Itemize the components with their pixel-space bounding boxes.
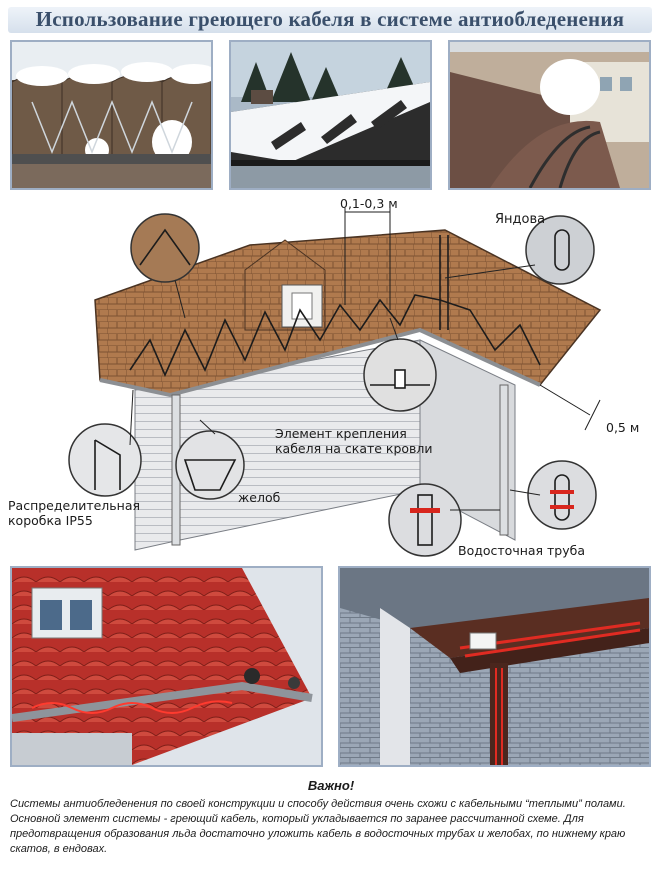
page-title: Использование греющего кабеля в системе … xyxy=(35,7,625,31)
label-junction-box: Распределительная коробка IP55 xyxy=(8,498,140,528)
photo-tile-roof-cable xyxy=(10,566,323,767)
house-scheme xyxy=(68,208,602,557)
photo-gutter-cable xyxy=(448,40,651,190)
label-downpipe: Водосточная труба xyxy=(458,543,586,558)
photo-roof-snow-trees xyxy=(229,40,432,190)
label-gutter: желоб xyxy=(238,490,281,505)
photo-roof-edge-snow xyxy=(10,40,213,190)
label-spacing: 0,1-0,3 м xyxy=(340,196,398,211)
note-block: Важно! Системы антиобледенения по своей … xyxy=(10,778,652,857)
note-text: Системы антиобледенения по своей констру… xyxy=(10,797,626,855)
label-valley: Яндова xyxy=(495,212,546,227)
label-mount-element: Элемент крепления кабеля на скате кровли xyxy=(275,426,433,456)
label-distance: 0,5 м xyxy=(606,420,640,435)
note-title: Важно! xyxy=(307,778,355,793)
title-bar xyxy=(8,7,652,33)
photo-brick-gutter-cable xyxy=(338,566,651,767)
